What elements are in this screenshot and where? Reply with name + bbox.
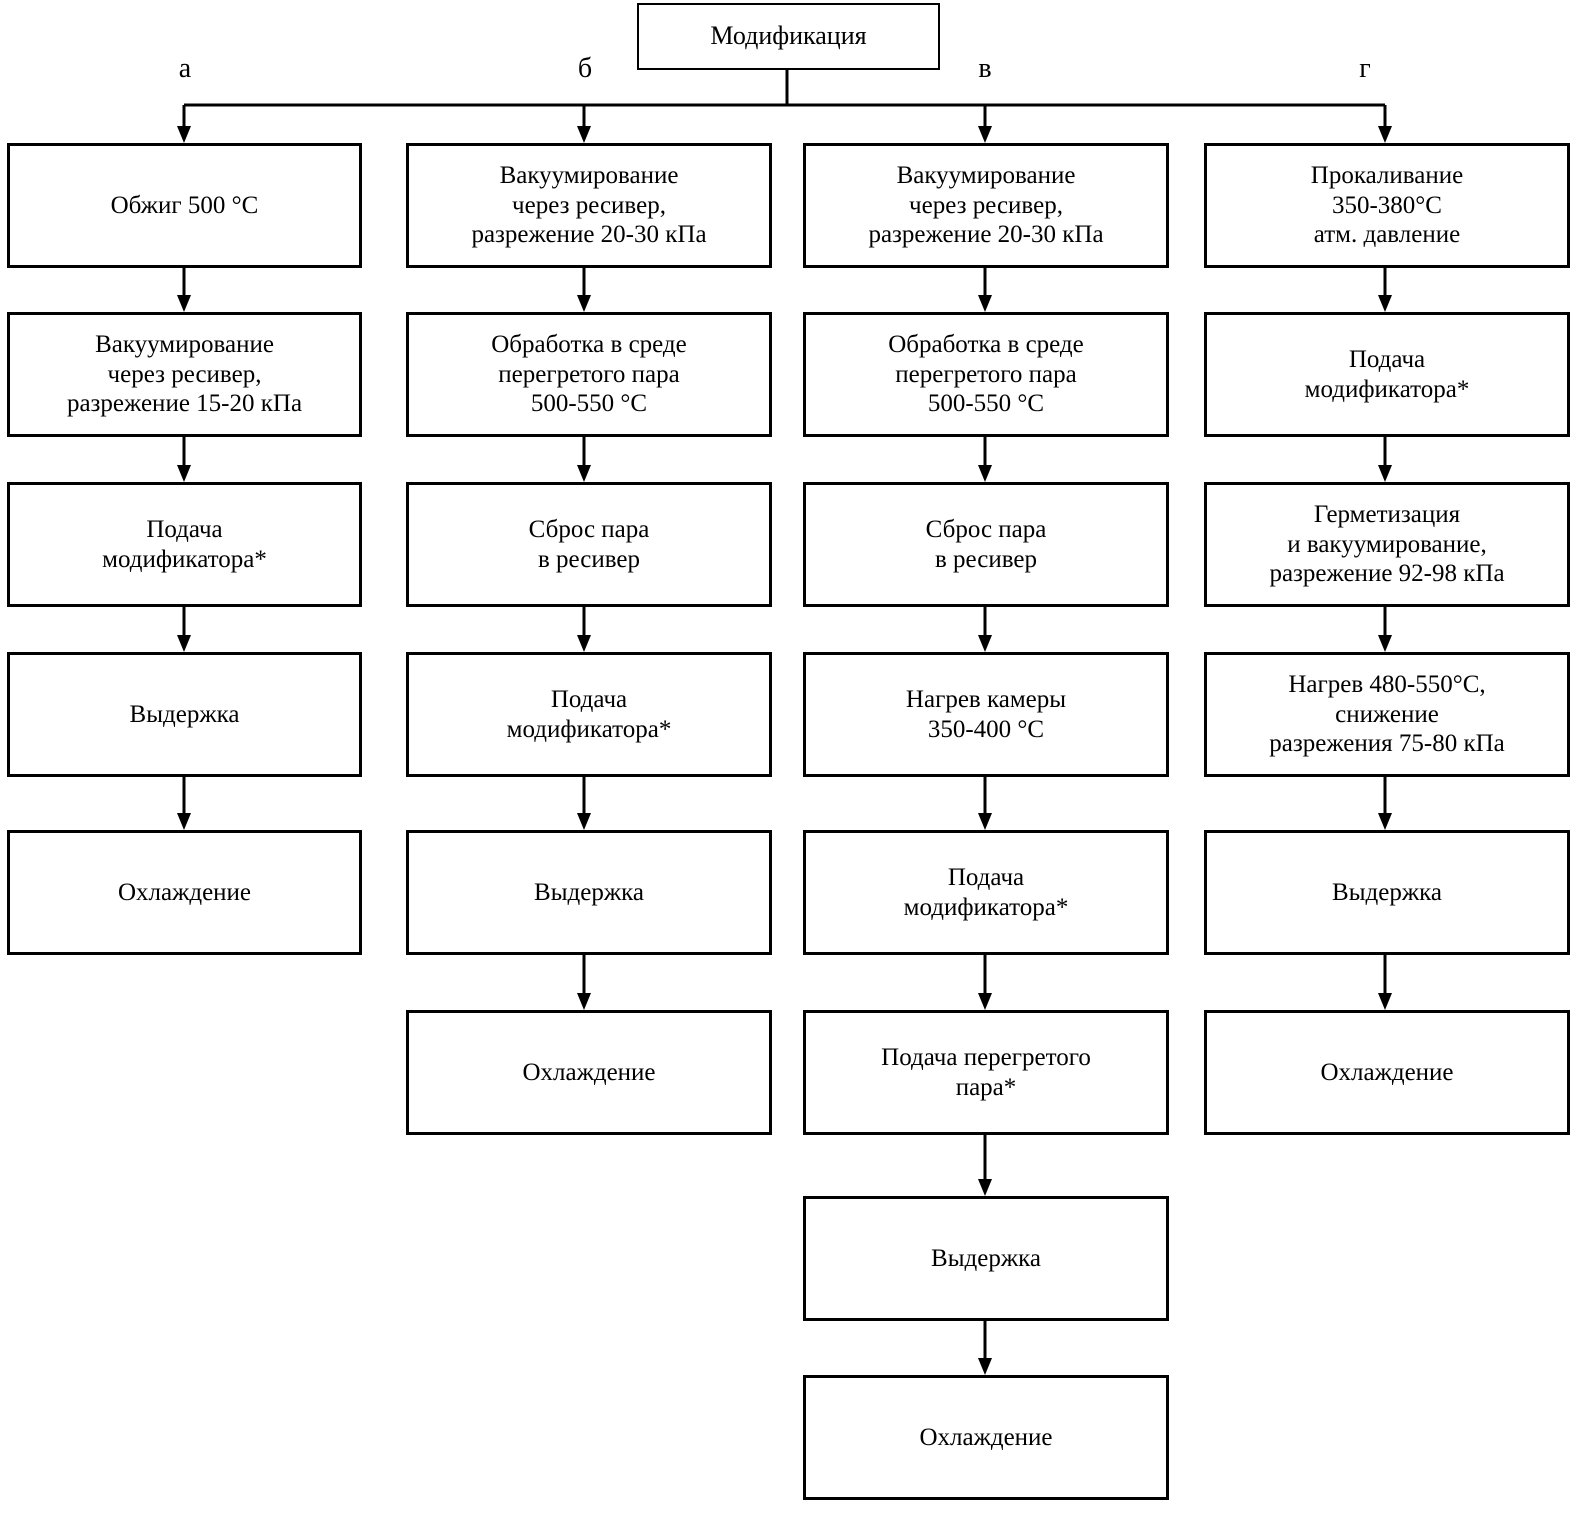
step-label-g-4: Нагрев 480-550°C, снижение разрежения 75… (1269, 671, 1505, 758)
step-box-b-6[interactable]: Охлаждение (406, 1010, 772, 1135)
arrow-head-g-3 (1378, 635, 1392, 652)
step-box-g-1[interactable]: Прокаливание 350-380°C атм. давление (1204, 143, 1570, 268)
step-box-a-1[interactable]: Обжиг 500 °C (7, 143, 362, 268)
step-box-v-4[interactable]: Нагрев камеры 350-400 °C (803, 652, 1169, 777)
branch-label-g: г (1359, 53, 1371, 84)
step-label-b-2: Обработка в среде перегретого пара 500-5… (491, 331, 687, 418)
arrow-head-v-5 (978, 993, 992, 1010)
step-box-b-5[interactable]: Выдержка (406, 830, 772, 955)
step-box-v-5[interactable]: Подача модификатора* (803, 830, 1169, 955)
step-box-g-3[interactable]: Герметизация и вакуумирование, разрежени… (1204, 482, 1570, 607)
arrow-head-b-4 (577, 813, 591, 830)
step-label-v-2: Обработка в среде перегретого пара 500-5… (888, 331, 1084, 418)
step-label-v-1: Вакуумирование через ресивер, разрежение… (868, 162, 1104, 249)
step-label-g-3: Герметизация и вакуумирование, разрежени… (1269, 501, 1505, 588)
arrow-head-g-4 (1378, 813, 1392, 830)
step-label-g-5: Выдержка (1332, 878, 1442, 906)
arrow-head-v-4 (978, 813, 992, 830)
arrow-head-v-3 (978, 635, 992, 652)
arrow-head-g-5 (1378, 993, 1392, 1010)
step-label-g-2: Подача модификатора* (1304, 346, 1470, 403)
step-box-g-2[interactable]: Подача модификатора* (1204, 312, 1570, 437)
arrow-head-a-1 (177, 295, 191, 312)
step-label-a-5: Охлаждение (117, 878, 252, 906)
step-box-g-4[interactable]: Нагрев 480-550°C, снижение разрежения 75… (1204, 652, 1570, 777)
step-label-a-1: Обжиг 500 °C (110, 191, 259, 219)
arrow-head-v-2 (978, 465, 992, 482)
step-box-a-5[interactable]: Охлаждение (7, 830, 362, 955)
branch-label-a: а (178, 53, 192, 84)
arrow-head-a-4 (177, 813, 191, 830)
step-label-v-5: Подача модификатора* (903, 864, 1069, 921)
step-label-b-6: Охлаждение (522, 1058, 656, 1086)
step-label-a-3: Подача модификатора* (102, 516, 267, 573)
step-box-b-1[interactable]: Вакуумирование через ресивер, разрежение… (406, 143, 772, 268)
step-label-v-8: Охлаждение (919, 1423, 1053, 1451)
step-label-b-4: Подача модификатора* (506, 686, 672, 743)
step-label-v-6: Подача перегретого пара* (881, 1044, 1091, 1101)
step-label-g-1: Прокаливание 350-380°C атм. давление (1310, 162, 1464, 249)
step-label-b-1: Вакуумирование через ресивер, разрежение… (471, 162, 707, 249)
branch-arrow-b (577, 126, 591, 143)
arrow-head-v-7 (978, 1358, 992, 1375)
branch-arrow-v (978, 126, 992, 143)
step-label-g-6: Охлаждение (1320, 1058, 1454, 1086)
step-box-v-1[interactable]: Вакуумирование через ресивер, разрежение… (803, 143, 1169, 268)
step-box-v-8[interactable]: Охлаждение (803, 1375, 1169, 1500)
branch-arrow-g (1378, 126, 1392, 143)
arrow-head-b-5 (577, 993, 591, 1010)
step-label-b-5: Выдержка (534, 878, 644, 906)
root-node[interactable]: Модификация (637, 3, 940, 70)
step-box-g-5[interactable]: Выдержка (1204, 830, 1570, 955)
step-box-a-4[interactable]: Выдержка (7, 652, 362, 777)
step-label-v-3: Сброс пара в ресивер (925, 516, 1047, 573)
branch-label-b: б (577, 53, 593, 84)
step-box-b-2[interactable]: Обработка в среде перегретого пара 500-5… (406, 312, 772, 437)
step-box-b-4[interactable]: Подача модификатора* (406, 652, 772, 777)
arrow-head-a-3 (177, 635, 191, 652)
branch-arrow-a (177, 126, 191, 143)
arrow-head-g-1 (1378, 295, 1392, 312)
step-box-a-2[interactable]: Вакуумирование через ресивер, разрежение… (7, 312, 362, 437)
arrow-head-g-2 (1378, 465, 1392, 482)
step-label-b-3: Сброс пара в ресивер (528, 516, 650, 573)
arrow-head-b-3 (577, 635, 591, 652)
step-label-a-4: Выдержка (129, 700, 240, 728)
arrow-head-v-6 (978, 1179, 992, 1196)
arrow-head-a-2 (177, 465, 191, 482)
step-box-b-3[interactable]: Сброс пара в ресивер (406, 482, 772, 607)
step-label-v-7: Выдержка (931, 1244, 1041, 1272)
step-box-a-3[interactable]: Подача модификатора* (7, 482, 362, 607)
arrow-head-b-2 (577, 465, 591, 482)
step-box-g-6[interactable]: Охлаждение (1204, 1010, 1570, 1135)
root-node-label: Модификация (710, 21, 867, 51)
step-label-v-4: Нагрев камеры 350-400 °C (905, 686, 1067, 743)
step-box-v-7[interactable]: Выдержка (803, 1196, 1169, 1321)
branch-label-v: в (978, 53, 992, 84)
step-box-v-3[interactable]: Сброс пара в ресивер (803, 482, 1169, 607)
step-box-v-6[interactable]: Подача перегретого пара* (803, 1010, 1169, 1135)
arrow-head-v-1 (978, 295, 992, 312)
arrow-head-b-1 (577, 295, 591, 312)
step-box-v-2[interactable]: Обработка в среде перегретого пара 500-5… (803, 312, 1169, 437)
step-label-a-2: Вакуумирование через ресивер, разрежение… (66, 331, 303, 418)
